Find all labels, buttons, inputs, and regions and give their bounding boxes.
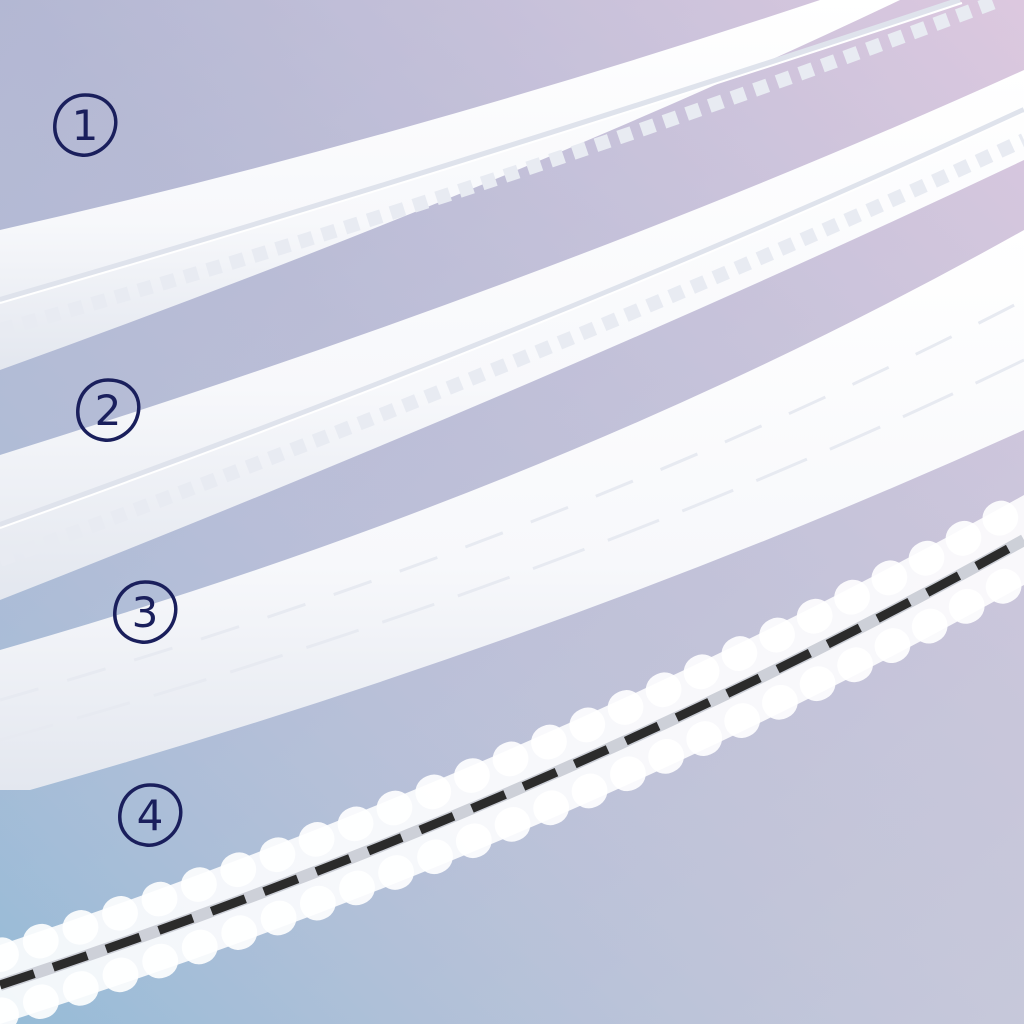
trim-1: [0, 0, 1024, 370]
label-1: 1: [45, 85, 125, 165]
trim-3: [0, 230, 1024, 790]
label-1-text: 1: [71, 100, 99, 150]
label-4: 4: [110, 775, 190, 855]
label-4-text: 4: [136, 790, 164, 840]
ribbon: [0, 536, 1024, 990]
label-2: 2: [68, 370, 148, 450]
trim-4: [0, 488, 1024, 1024]
label-2-text: 2: [94, 385, 122, 435]
label-3-text: 3: [131, 587, 159, 637]
label-3: 3: [105, 572, 185, 652]
trim-2: [0, 70, 1024, 600]
